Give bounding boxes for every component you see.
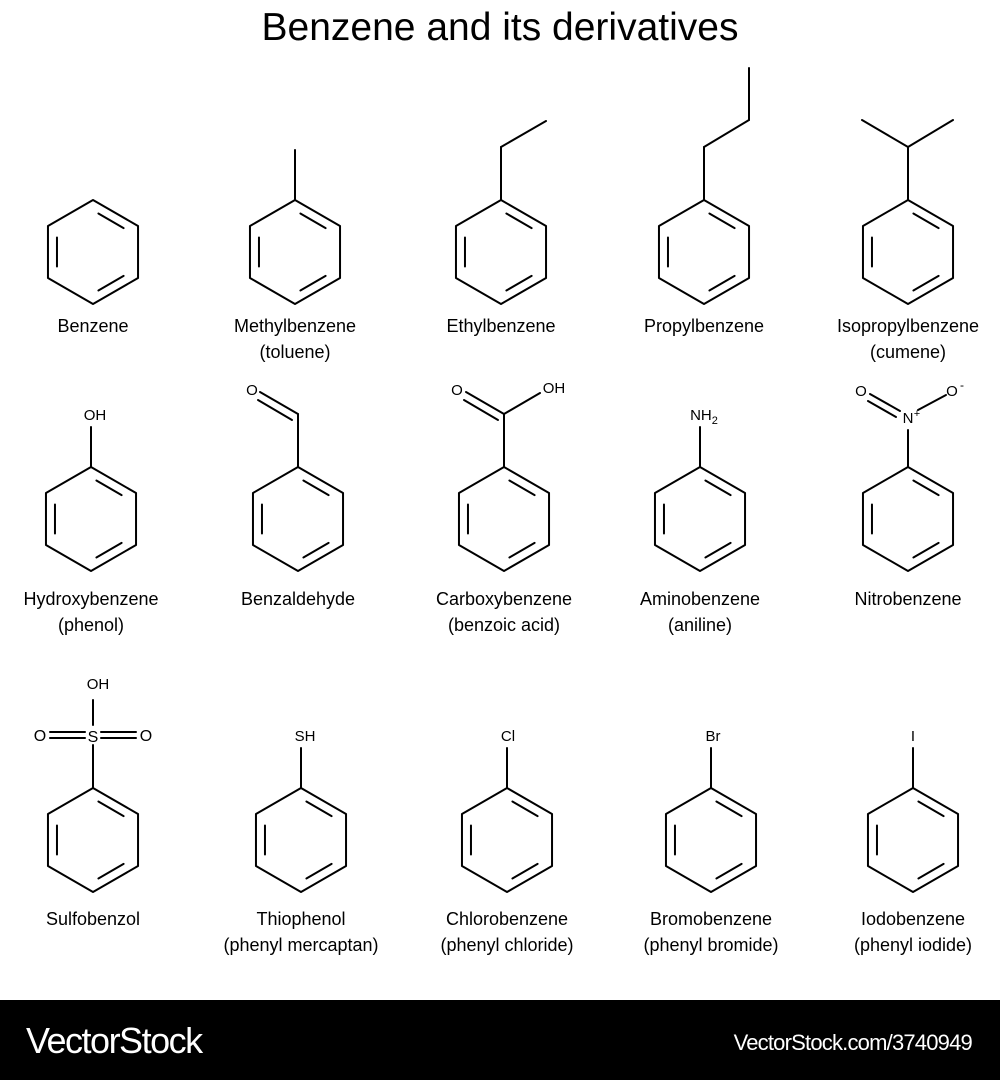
benzene-ring — [248, 199, 342, 305]
atom-label: Cl — [501, 728, 515, 745]
atom-label: S — [88, 729, 99, 746]
benzene-ring — [46, 199, 140, 305]
benzene-ring — [657, 199, 751, 305]
atom-label: OH — [87, 676, 110, 693]
compound-name: Ethylbenzene — [446, 316, 555, 336]
charge-minus: - — [960, 378, 964, 392]
compound-name: Chlorobenzene — [446, 909, 568, 929]
compound-alt-name: (phenol) — [58, 615, 124, 635]
atom-label: NH2 — [690, 407, 718, 427]
compound-alt-name: (phenyl bromide) — [643, 935, 778, 955]
structures-canvas: Benzene Methylbenzene (toluene) Ethylbenzen… — [23, 67, 979, 955]
compound-name: Thiophenol — [256, 909, 345, 929]
benzene-ring — [254, 787, 348, 893]
compound-name: Sulfobenzol — [46, 909, 140, 929]
benzene-ring — [454, 199, 548, 305]
compound-name: Hydroxybenzene — [23, 589, 158, 609]
benzene-ring — [44, 466, 138, 572]
atom-label: OH — [543, 380, 566, 397]
structure-phenol: OH Hydroxybenzene (phenol) — [23, 407, 158, 635]
charge-plus: + — [914, 408, 920, 420]
compound-name: Carboxybenzene — [436, 589, 572, 609]
atom-label: O — [855, 383, 867, 400]
benzene-ring — [457, 466, 551, 572]
atom-label: Br — [706, 728, 721, 745]
compound-name: Aminobenzene — [640, 589, 760, 609]
atom-label: OH — [84, 407, 107, 424]
atom-label: O — [34, 728, 46, 745]
compound-name: Bromobenzene — [650, 909, 772, 929]
benzene-ring — [251, 466, 345, 572]
structure-benzaldehyde: O Benzaldehyde — [241, 382, 355, 609]
structure-ethylbenzene: Ethylbenzene — [446, 120, 556, 336]
compound-name: Methylbenzene — [234, 316, 356, 336]
structure-benzoic-acid: O OH Carboxybenzene (benzoic acid) — [436, 380, 572, 635]
atom-label: O — [946, 383, 958, 400]
image-reference: VectorStock.com/3740949 — [733, 1030, 973, 1055]
structure-benzene: Benzene — [46, 199, 140, 336]
compound-alt-name: (phenyl mercaptan) — [223, 935, 378, 955]
footer-bar: VectorStock VectorStock.com/3740949 — [0, 1000, 1000, 1080]
atom-label: SH — [295, 728, 316, 745]
structure-propylbenzene: Propylbenzene — [644, 67, 764, 336]
page-title: Benzene and its derivatives — [261, 6, 739, 49]
benzene-ring — [46, 787, 140, 893]
compound-alt-name: (toluene) — [259, 342, 330, 362]
benzene-ring — [861, 466, 955, 572]
atom-label: O — [140, 728, 152, 745]
atom-label: O — [451, 382, 463, 399]
compound-alt-name: (benzoic acid) — [448, 615, 560, 635]
benzene-ring — [866, 787, 960, 893]
compound-name: Isopropylbenzene — [837, 316, 979, 336]
structure-cumene: Isopropylbenzene (cumene) — [837, 119, 979, 362]
compound-name: Benzaldehyde — [241, 589, 355, 609]
brand-logo: VectorStock — [26, 1020, 203, 1061]
structure-toluene: Methylbenzene (toluene) — [234, 149, 356, 362]
compound-name: Propylbenzene — [644, 316, 764, 336]
structure-thiophenol: SH Thiophenol (phenyl mercaptan) — [223, 728, 378, 955]
atom-label: O — [246, 382, 258, 399]
compound-name: Benzene — [57, 316, 128, 336]
compound-name: Nitrobenzene — [854, 589, 961, 609]
structure-iodobenzene: I Iodobenzene (phenyl iodide) — [854, 728, 972, 955]
structure-sulfobenzol: S OH O O Sulfobenzol — [34, 676, 152, 929]
atom-label: I — [911, 728, 915, 745]
compound-alt-name: (phenyl chloride) — [440, 935, 573, 955]
atom-label: N — [903, 410, 914, 427]
benzene-ring — [664, 787, 758, 893]
benzene-ring — [653, 466, 747, 572]
compound-name: Iodobenzene — [861, 909, 965, 929]
compound-alt-name: (phenyl iodide) — [854, 935, 972, 955]
compound-alt-name: (cumene) — [870, 342, 946, 362]
benzene-ring — [460, 787, 554, 893]
benzene-ring — [861, 199, 955, 305]
compound-alt-name: (aniline) — [668, 615, 732, 635]
